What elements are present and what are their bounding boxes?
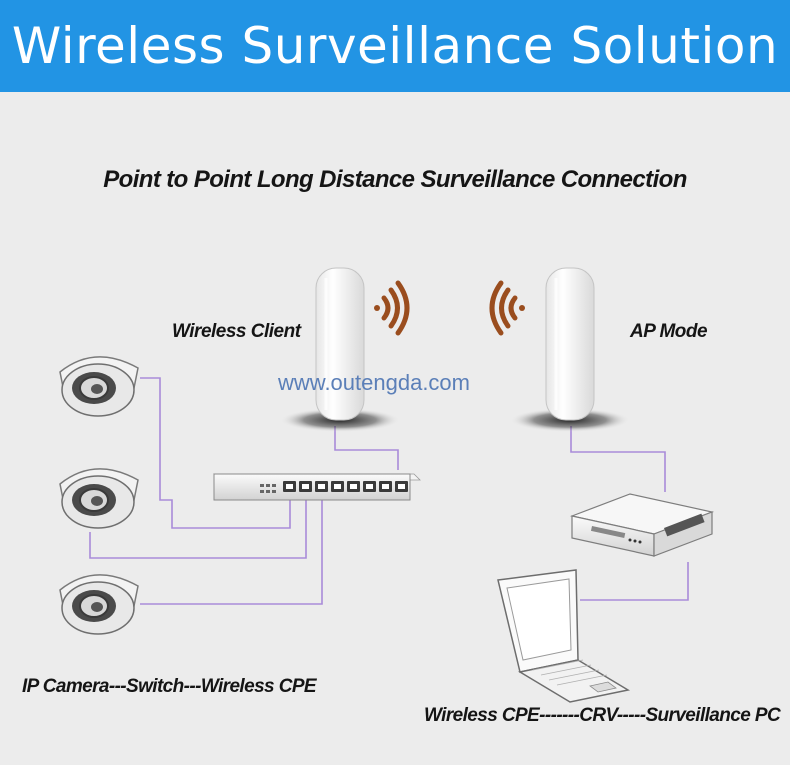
signal-icon [374,280,410,336]
signal-icon [489,280,525,336]
cable-cpe-recorder [570,426,666,492]
watermark-text: www.outengda.com [278,370,470,395]
right-chain-caption: Wireless CPE-------CRV-----Surveillance … [424,705,781,726]
ip-camera-icon [59,468,139,529]
header-banner: Wireless Surveillance Solution [0,0,790,92]
ip-camera-icon [59,356,139,417]
laptop-icon [497,569,631,703]
network-switch [213,473,421,501]
ip-camera-icon [59,574,139,635]
cable-camera3-switch [140,500,323,605]
cable-recorder-pc [580,562,689,601]
wireless-client-label: Wireless Client [172,321,301,342]
page-title: Wireless Surveillance Solution [11,17,779,75]
wireless-cpe-ap [510,267,630,432]
nvr-recorder-icon [569,493,715,557]
left-chain-caption: IP Camera---Switch---Wireless CPE [22,676,317,697]
cable-switch-cpe [334,426,399,470]
cable-camera2-switch [89,500,307,559]
cable-camera1-switch [140,377,291,529]
cable-lines [89,377,689,605]
wireless-cpe-client [280,267,400,432]
diagram-subtitle: Point to Point Long Distance Surveillanc… [103,166,687,193]
ap-mode-label: AP Mode [630,321,708,342]
